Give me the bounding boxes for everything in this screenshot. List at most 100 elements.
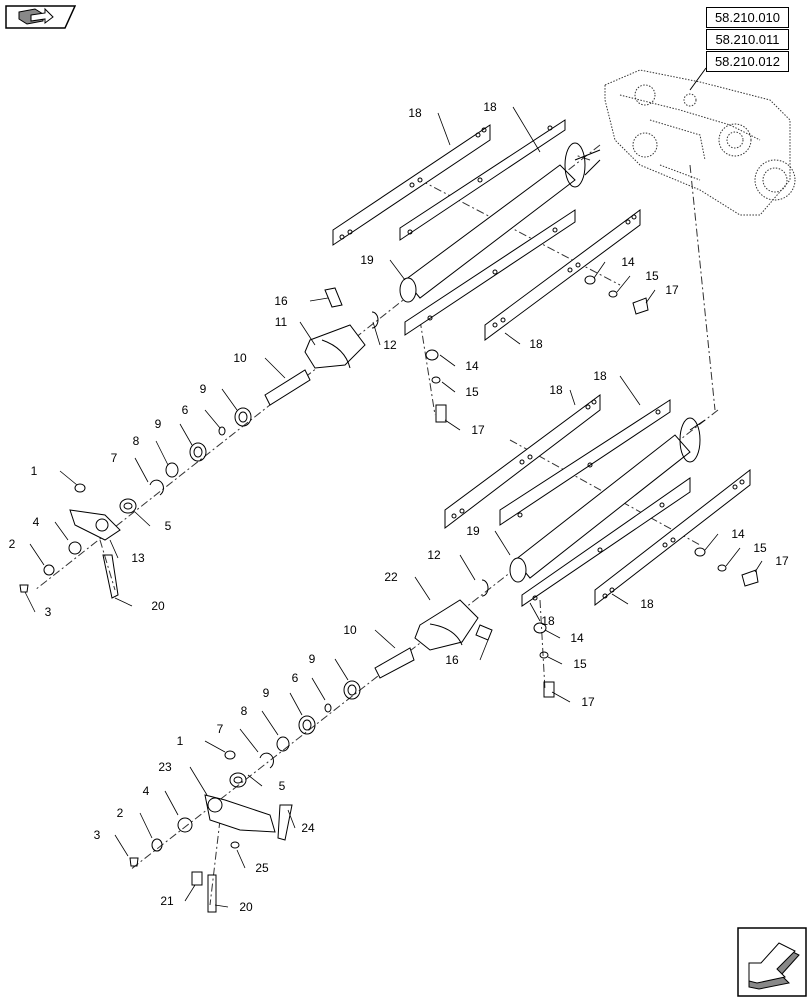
callout-leader-14 (439, 354, 456, 367)
callout-leader-9 (221, 388, 238, 411)
callout-screw-3[interactable]: 3 (94, 828, 101, 842)
callout-leader-5 (134, 511, 151, 527)
callout-circlip-12[interactable]: 12 (427, 548, 441, 562)
callout-nut-21[interactable]: 21 (160, 894, 174, 908)
callout-bearing-9[interactable]: 9 (263, 686, 270, 700)
upper-shaft (399, 142, 601, 303)
callout-washer-14[interactable]: 14 (731, 527, 745, 541)
callout-leader-19 (389, 259, 406, 281)
callout-leader-24 (287, 809, 296, 829)
callout-leader-17 (444, 419, 461, 431)
callout-leader-17 (754, 560, 763, 573)
callout-leader-23 (189, 766, 208, 796)
upper-hardware (19, 275, 649, 599)
callout-seal-5[interactable]: 5 (279, 779, 286, 793)
callout-stub-shaft-10[interactable]: 10 (343, 623, 357, 637)
upper-blade-top (399, 119, 566, 241)
callout-leader-5 (247, 774, 263, 787)
callout-leader-18 (569, 389, 576, 406)
callout-bolt-17[interactable]: 17 (775, 554, 789, 568)
callout-circlip-12[interactable]: 12 (383, 338, 397, 352)
callout-washer-14[interactable]: 14 (621, 255, 635, 269)
callout-leader-18 (611, 593, 629, 605)
callout-leader-7 (134, 457, 149, 483)
callout-leader-12 (372, 321, 381, 346)
callout-washer-14[interactable]: 14 (570, 631, 584, 645)
callout-leader-25 (236, 849, 246, 869)
callout-lock-washer-15[interactable]: 15 (573, 657, 587, 671)
callout-leader-6 (204, 409, 221, 429)
reference-box-1[interactable]: 58.210.010 (706, 7, 789, 28)
callout-blade-18[interactable]: 18 (408, 106, 422, 120)
callout-leader-17 (551, 691, 571, 703)
callout-blade-18[interactable]: 18 (529, 337, 543, 351)
callout-circlip-6[interactable]: 6 (292, 671, 299, 685)
callout-eccentric-hub-11[interactable]: 11 (275, 315, 288, 329)
callout-bolt-24[interactable]: 24 (301, 821, 315, 835)
callout-leader-18 (512, 106, 541, 153)
reference-box-2[interactable]: 58.210.011 (706, 29, 789, 50)
callout-leader-1 (59, 470, 78, 486)
callout-leader-16 (309, 297, 329, 302)
callout-pin-16[interactable]: 16 (445, 653, 459, 667)
callout-leader-4 (164, 790, 179, 816)
callout-leader-15 (725, 547, 741, 567)
callout-leader-18 (529, 602, 541, 622)
callout-shaft-19[interactable]: 19 (360, 253, 374, 267)
callout-circlip-7[interactable]: 7 (111, 451, 118, 465)
callout-circlip-7[interactable]: 7 (217, 722, 224, 736)
callout-leader-13 (109, 539, 119, 559)
callout-bolt-17[interactable]: 17 (581, 695, 595, 709)
callout-leader-19 (494, 530, 511, 556)
callout-leader-8 (261, 710, 279, 736)
callout-leader-17 (645, 289, 656, 304)
callout-eccentric-hub-22[interactable]: 22 (384, 570, 398, 584)
callout-bolt-17[interactable]: 17 (471, 423, 485, 437)
callout-bolt-20[interactable]: 20 (151, 599, 165, 613)
callout-washer-14[interactable]: 14 (465, 359, 479, 373)
callout-washer-25[interactable]: 25 (255, 861, 269, 875)
callout-bushing-2[interactable]: 2 (9, 537, 16, 551)
callout-bushing-4[interactable]: 4 (143, 784, 150, 798)
callout-pin-16[interactable]: 16 (274, 294, 288, 308)
callout-bolt-17[interactable]: 17 (665, 283, 679, 297)
next-page-arrow-icon (737, 927, 807, 997)
callout-leader-2 (29, 543, 45, 566)
callout-bushing-4[interactable]: 4 (33, 515, 40, 529)
callout-screw-3[interactable]: 3 (45, 605, 52, 619)
callout-leader-9 (179, 423, 193, 446)
callout-blade-18[interactable]: 18 (483, 100, 497, 114)
callout-bushing-2[interactable]: 2 (117, 806, 124, 820)
callout-bolt-20[interactable]: 20 (239, 900, 253, 914)
reference-box-3[interactable]: 58.210.012 (706, 51, 789, 72)
callout-leader-15 (616, 275, 631, 293)
callout-circlip-8[interactable]: 8 (241, 704, 248, 718)
callout-lock-washer-15[interactable]: 15 (645, 269, 659, 283)
callout-bearing-9[interactable]: 9 (200, 382, 207, 396)
callout-crank-arm-13[interactable]: 13 (131, 551, 145, 565)
callout-shaft-19[interactable]: 19 (466, 524, 480, 538)
callout-blade-18[interactable]: 18 (640, 597, 654, 611)
callout-leader-4 (54, 521, 69, 541)
callout-blade-18[interactable]: 18 (541, 614, 555, 628)
callout-circlip-6[interactable]: 6 (182, 403, 189, 417)
lower-shaft (509, 417, 706, 583)
callout-bearing-9[interactable]: 9 (155, 417, 162, 431)
callout-blade-18[interactable]: 18 (593, 369, 607, 383)
book-arrow-icon (5, 5, 77, 29)
previous-section-button[interactable] (5, 5, 77, 29)
callout-lock-washer-15[interactable]: 15 (753, 541, 767, 555)
callout-leader-20 (214, 904, 229, 908)
callout-nut-1[interactable]: 1 (31, 464, 38, 478)
callout-crank-arm-23[interactable]: 23 (158, 760, 172, 774)
callout-circlip-8[interactable]: 8 (133, 434, 140, 448)
callout-leader-15 (441, 381, 456, 393)
callout-stub-shaft-10[interactable]: 10 (233, 351, 247, 365)
callout-lock-washer-15[interactable]: 15 (465, 385, 479, 399)
callout-seal-5[interactable]: 5 (165, 519, 172, 533)
next-section-button[interactable] (737, 927, 807, 997)
callout-nut-1[interactable]: 1 (177, 734, 184, 748)
callout-blade-18[interactable]: 18 (549, 383, 563, 397)
callout-bearing-9[interactable]: 9 (309, 652, 316, 666)
